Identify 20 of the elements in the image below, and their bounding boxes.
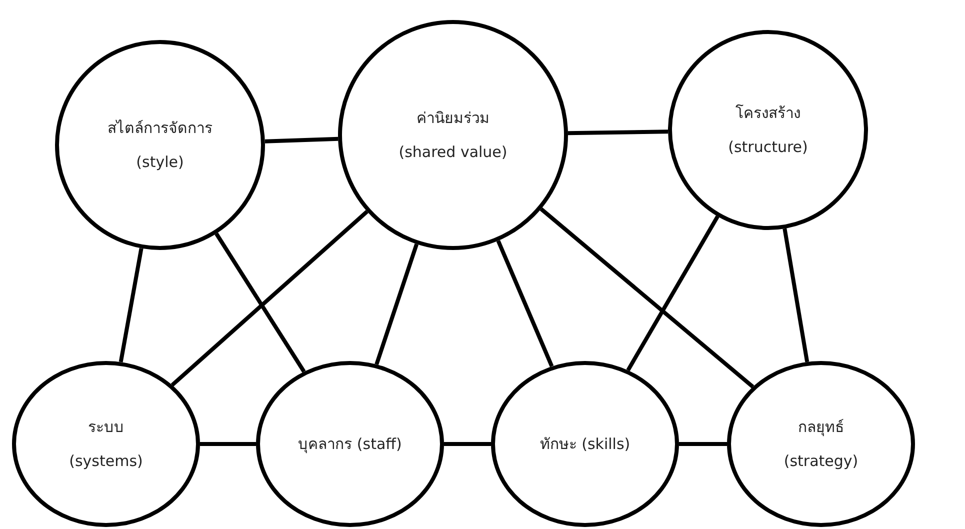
connector-line xyxy=(540,207,754,388)
circle-label: กลยุทธ์ (strategy) xyxy=(782,417,860,472)
connector-line xyxy=(264,136,338,144)
circle-label: สไตล์การจัดการ (style) xyxy=(106,118,214,173)
connector-line xyxy=(214,232,306,373)
circle-label: ทักษะ (skills) xyxy=(538,434,632,455)
connector-line xyxy=(679,442,727,446)
connector-line xyxy=(374,243,419,366)
connector-line xyxy=(118,248,144,362)
connector-line xyxy=(626,215,720,372)
circle-label: ค่านิยมร่วม (shared value) xyxy=(398,108,508,163)
connector-line xyxy=(170,210,368,387)
connector-line xyxy=(444,442,491,446)
circle-label: บุคลากร (staff) xyxy=(297,434,403,456)
connector-line xyxy=(782,228,810,362)
connector-line xyxy=(496,240,554,368)
connector-line xyxy=(568,130,668,136)
connector-line xyxy=(200,442,256,446)
circle-label: โครงสร้าง (structure) xyxy=(727,103,809,158)
circle-label: ระบบ (systems) xyxy=(68,417,144,472)
